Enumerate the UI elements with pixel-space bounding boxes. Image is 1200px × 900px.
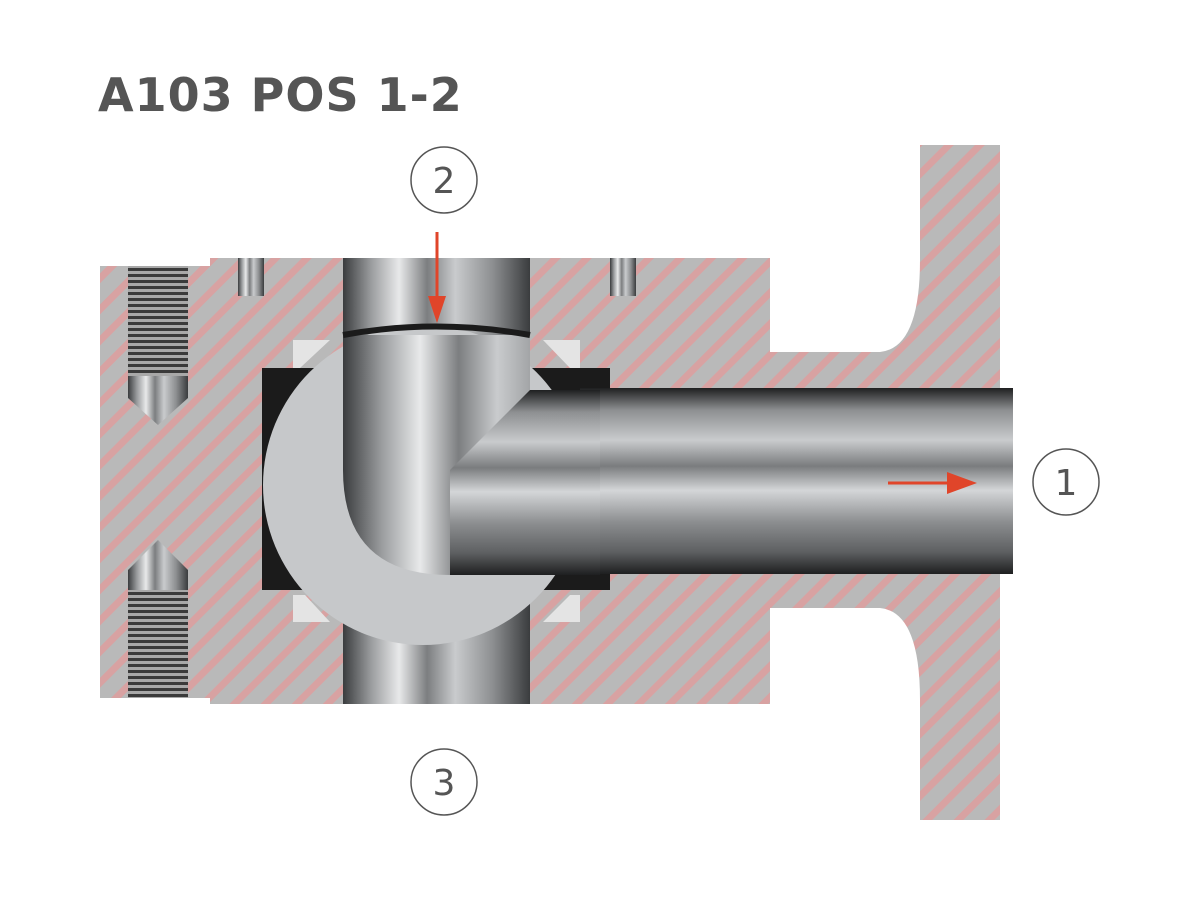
screw-right bbox=[610, 258, 636, 296]
seat bbox=[293, 340, 330, 368]
seat bbox=[543, 340, 580, 368]
seat bbox=[293, 595, 330, 622]
bolt-top bbox=[128, 266, 188, 425]
ball bbox=[263, 323, 600, 645]
outlet-bore bbox=[580, 388, 1013, 574]
svg-text:3: 3 bbox=[433, 763, 456, 804]
flow-arrow-down bbox=[428, 232, 446, 323]
seat bbox=[543, 595, 580, 622]
port-1-label: 1 bbox=[1032, 448, 1100, 516]
screw-left bbox=[238, 258, 264, 296]
bolt-bottom bbox=[128, 540, 188, 698]
port-3-label: 3 bbox=[410, 748, 478, 816]
port-2-label: 2 bbox=[410, 146, 478, 214]
svg-text:2: 2 bbox=[433, 161, 456, 202]
svg-text:1: 1 bbox=[1055, 463, 1078, 504]
flow-arrow-right bbox=[888, 472, 977, 494]
diagram-title: A103 POS 1-2 bbox=[98, 68, 463, 122]
